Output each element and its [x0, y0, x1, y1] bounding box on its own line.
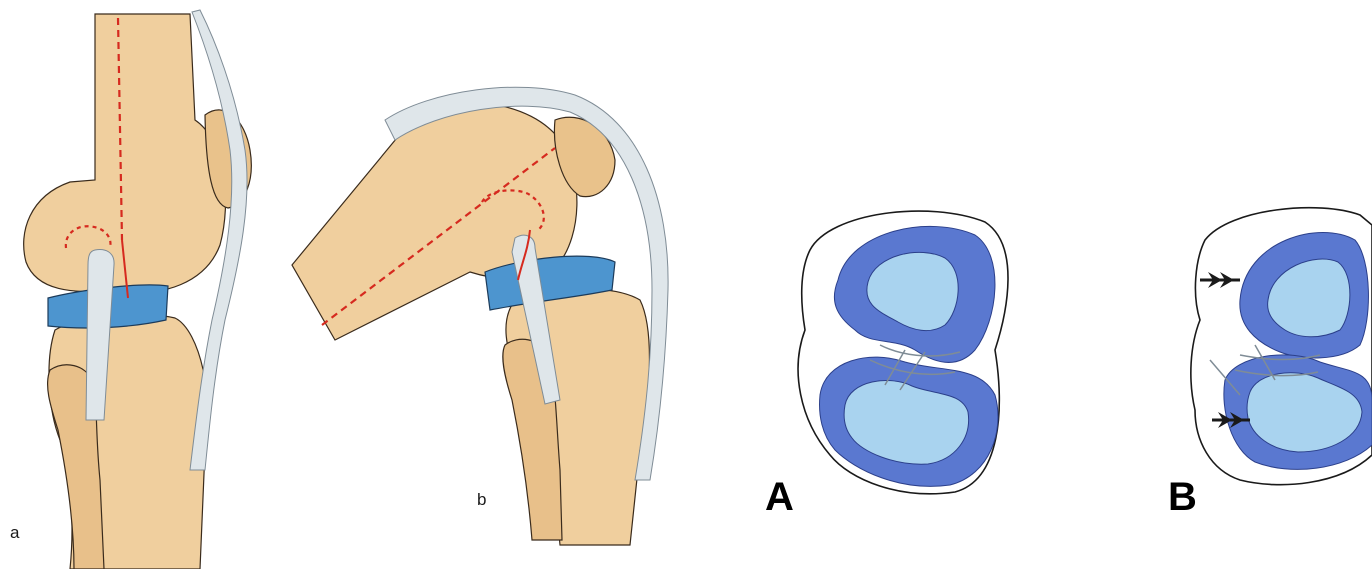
- panel-label-a: a: [10, 523, 20, 542]
- panel-label-A: A: [765, 475, 794, 519]
- panel-label-b: b: [477, 490, 486, 509]
- figure-b-flexed-knee: b: [292, 87, 668, 545]
- figure-A-meniscus-top-view: A: [765, 211, 1008, 519]
- figure-a-extended-knee: a: [10, 10, 251, 569]
- figure-B-meniscus-top-view: B: [1168, 208, 1372, 519]
- femur-a: [24, 14, 226, 292]
- panel-label-B: B: [1168, 475, 1197, 519]
